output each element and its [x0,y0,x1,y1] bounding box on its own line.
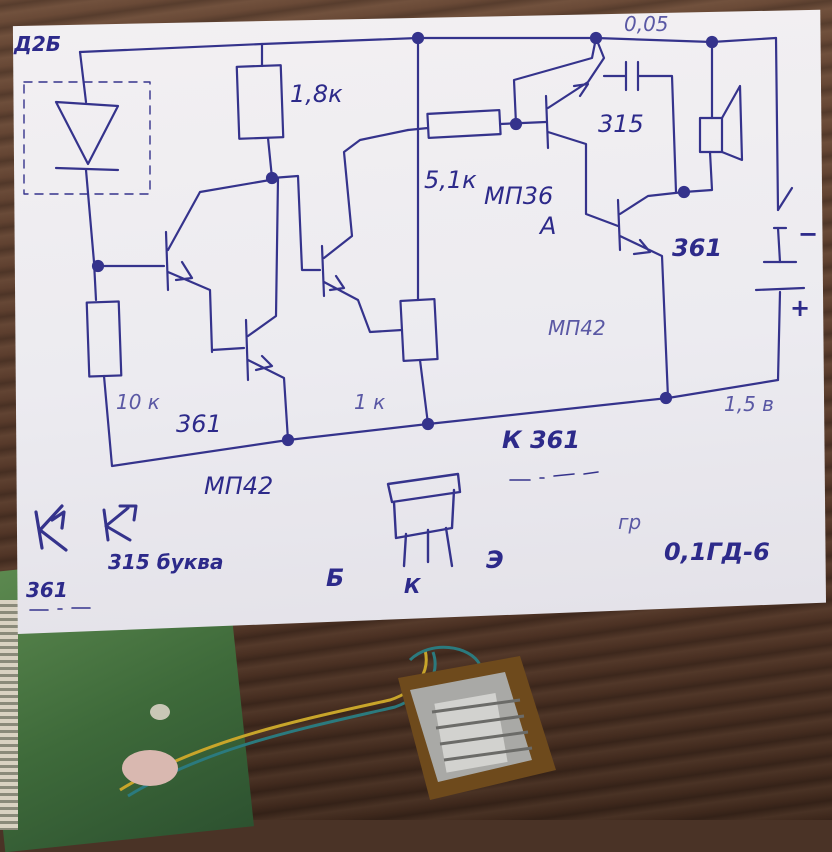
label-transistor-361-right: 361 [672,234,723,262]
label-r-5-1k: 5,1к [424,166,477,194]
assembled-device [119,645,556,800]
label-transistor-mp36: МП36 [484,182,554,210]
junction-bottom-right [659,391,673,405]
label-transistor-mp36-letter: А [540,212,557,240]
resistor-1-8k [235,64,285,140]
label-transistor-361-left: 361 [176,410,222,438]
label-pin-k: К [404,574,421,598]
label-legend-k361: К 361 [502,426,581,454]
junction-bottom-mid [421,417,435,431]
junction-bottom-left [281,433,295,447]
resistor-10k [85,300,123,378]
label-pin-e: Э [486,546,504,574]
package-pins [402,526,454,568]
legend-underline-361 [509,471,599,481]
wire-left-bottom [102,374,780,468]
legend-underline-small [29,607,91,611]
label-r-10k: 10 к [116,390,160,414]
transistor-left-upper [164,178,272,354]
label-legend-315-letter: 315 буква [108,550,224,574]
board-edge-connector [0,600,18,830]
speaker-cone [720,84,744,162]
wire-r51-right [498,36,598,126]
wire-r18-bottom [266,136,274,180]
label-transistor-mp42-left: МП42 [204,472,274,500]
wire-mid-vertical [416,36,430,426]
wire-r51-left [406,126,430,132]
label-battery-voltage: 1,5 в [724,392,774,416]
transistor-315 [544,36,620,228]
capacitor-0-05 [602,60,678,194]
wire-r18-right [270,174,322,272]
label-transistor-mp42-right: МП42 [548,316,606,340]
wire-top-rail [78,36,778,54]
label-diode: Д2Б [14,32,61,56]
package-outline [386,472,462,540]
label-legend-361-small: 361 [26,578,68,602]
legend-symbol-315 [102,504,138,542]
label-speaker-model: 0,1ГД-6 [664,538,770,566]
diode-symbol [54,100,120,172]
transistor-middle [320,128,410,334]
junction-top-315 [589,31,603,45]
circuit-schematic [23,31,806,611]
junction-top-mid [411,31,425,45]
resistor-1k [399,298,439,362]
label-battery-plus: + [790,294,811,322]
transistor-361-right [616,190,686,400]
legend-symbol-361 [34,504,68,552]
label-r-1-8k: 1,8к [290,80,343,108]
speaker-body [698,116,724,154]
label-battery-minus: − [798,220,819,248]
label-r-1k: 1 к [354,390,386,414]
diode-dashed-box [23,81,151,195]
wire-speaker [682,40,714,194]
wire-battery [774,36,782,382]
label-capacitor: 0,05 [624,12,669,36]
label-pin-b: Б [326,564,345,592]
junction-top-right [705,35,719,49]
battery [754,260,806,292]
transistor-left-lower [210,176,290,442]
paper-sheet [12,9,826,634]
label-speaker: гр [618,510,642,534]
switch [772,186,794,230]
label-transistor-315: 315 [598,110,644,138]
resistor-5-1k [426,109,502,139]
